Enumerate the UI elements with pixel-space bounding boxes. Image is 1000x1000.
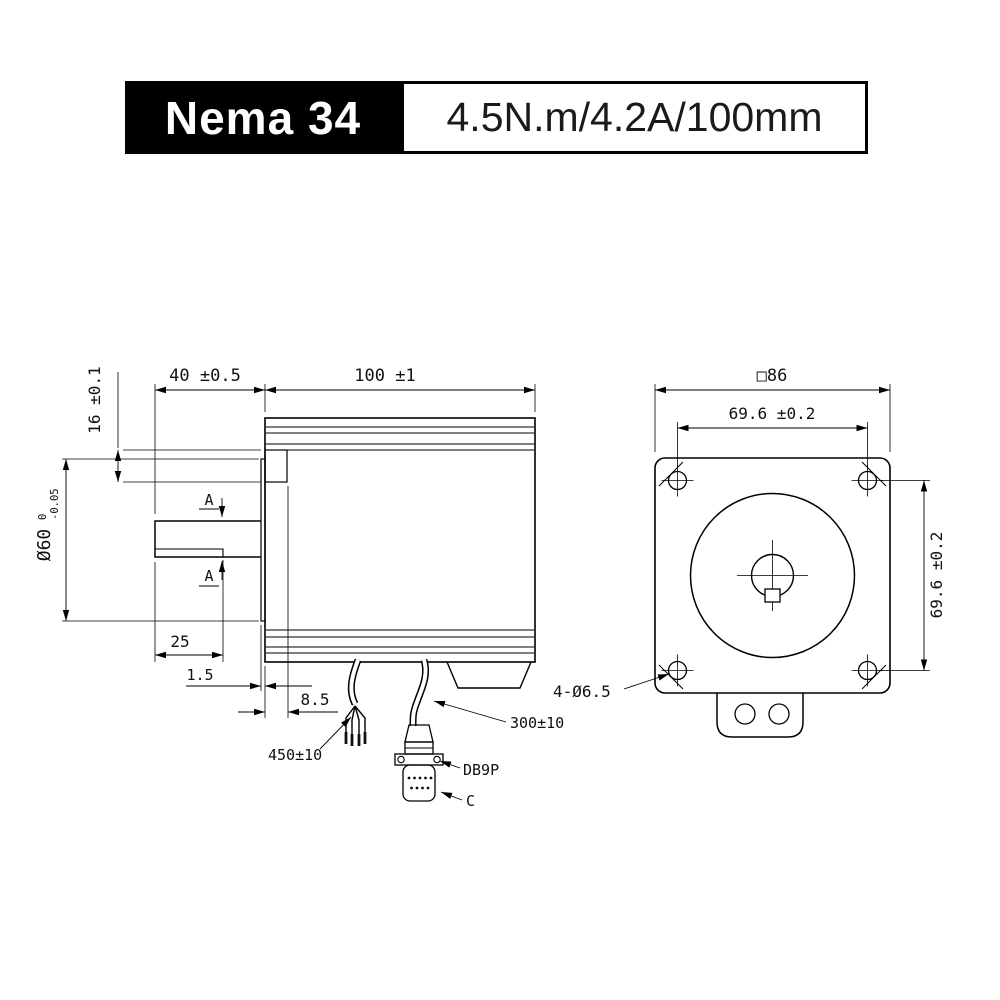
dim-pilot-diameter: Ø60 — [34, 529, 55, 562]
front-view: □86 69.6 ±0.2 69.6 ±0.2 4-Ø6.5 — [553, 366, 946, 738]
dim-hole-spacing-v: 69.6 ±0.2 — [927, 532, 946, 619]
pilot-circle — [689, 492, 856, 659]
motor-face — [654, 457, 891, 738]
dim-16: 16 ±0.1 — [85, 366, 104, 433]
section-markers: A A — [199, 491, 226, 587]
crimp-pins — [344, 732, 367, 746]
db9-shell — [402, 764, 436, 802]
spec-label: 4.5N.m/4.2A/100mm — [401, 81, 868, 154]
dim-8-5: 8.5 — [301, 690, 330, 709]
dim-key-length: 25 — [170, 632, 189, 651]
side-view: A A 40 ±0.5 100 ±1 — [34, 366, 564, 810]
db9-pins — [407, 776, 433, 790]
connector-tab — [716, 693, 804, 738]
motor-body-outline — [264, 417, 536, 663]
shaft-side — [154, 520, 261, 558]
dim-shaft-length: 40 ±0.5 — [169, 366, 241, 386]
dim-body-length: 100 ±1 — [354, 366, 415, 386]
cables — [344, 658, 430, 746]
flange-outline — [654, 457, 891, 694]
dim-mounting-holes: 4-Ø6.5 — [553, 682, 611, 701]
dim-pilot-boss: 1.5 — [186, 666, 213, 684]
db9-screw-right — [433, 755, 441, 764]
section-label-bottom: A — [204, 567, 213, 585]
keyway-line — [155, 548, 224, 557]
dim-frame: □86 — [757, 366, 788, 386]
db9-screw-left — [397, 755, 405, 764]
section-label-top: A — [204, 491, 213, 509]
db9-connector — [394, 724, 444, 802]
mounting-holes — [661, 464, 884, 687]
model-badge: Nema 34 — [125, 81, 401, 154]
terminal-box-side — [446, 661, 532, 689]
pilot-tol-lower: -0.05 — [49, 488, 61, 520]
db9-flange — [394, 753, 444, 766]
pilot-boss — [260, 458, 266, 622]
connector-sub-label: C — [466, 792, 475, 810]
tab-hole-right — [768, 703, 790, 725]
db9-hood — [404, 724, 434, 743]
cable-length-signal: 300±10 — [510, 714, 564, 732]
front-cap-notch — [264, 449, 288, 483]
front-dimensions: □86 69.6 ±0.2 69.6 ±0.2 4-Ø6.5 — [553, 366, 946, 701]
side-dimensions: 40 ±0.5 100 ±1 16 ±0.1 Ø60 0 -0.05 — [34, 366, 564, 810]
cable-length-power: 450±10 — [268, 746, 322, 764]
tab-hole-left — [734, 703, 756, 725]
motor-body-side — [154, 417, 536, 689]
connector-label: DB9P — [463, 761, 499, 779]
dim-hole-spacing-h: 69.6 ±0.2 — [729, 404, 816, 423]
pilot-tol-upper: 0 — [37, 514, 49, 520]
power-wires — [345, 705, 366, 736]
keyway-front — [764, 588, 781, 603]
